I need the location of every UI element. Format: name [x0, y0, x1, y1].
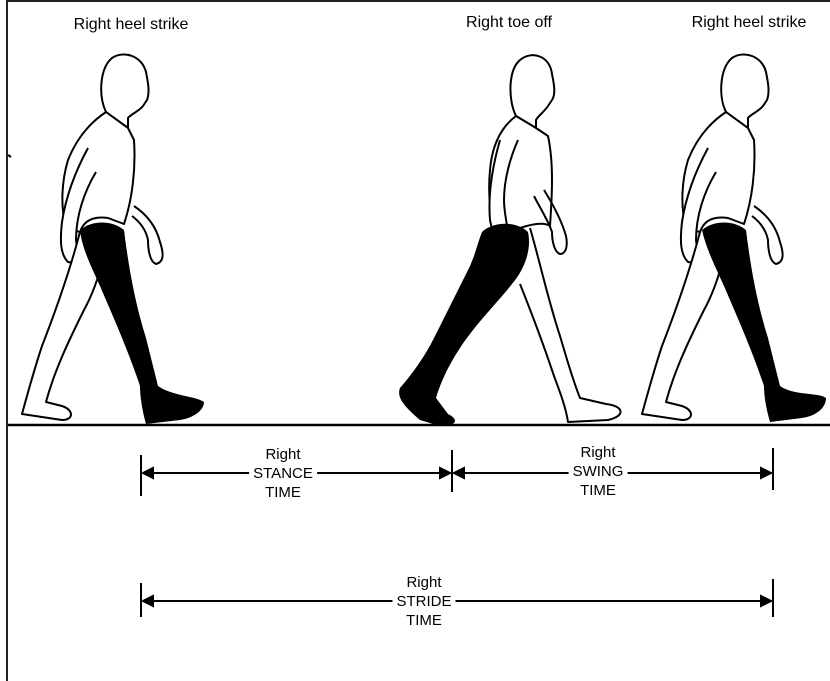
swing-line-1: Right	[573, 443, 624, 462]
stance-time-label: Right STANCE TIME	[249, 445, 317, 502]
stride-line-1: Right	[396, 573, 451, 592]
swing-line-2: SWING	[573, 462, 624, 481]
phase-label-heel-strike-1: Right heel strike	[74, 16, 189, 34]
phase-label-heel-strike-2: Right heel strike	[692, 14, 807, 32]
stride-line-2: STRIDE	[396, 592, 451, 611]
stance-line-3: TIME	[253, 483, 313, 502]
stride-line-3: TIME	[396, 611, 451, 630]
swing-time-label: Right SWING TIME	[569, 443, 628, 500]
stance-line-2: STANCE	[253, 464, 313, 483]
swing-line-3: TIME	[573, 481, 624, 500]
edge-tick-mark	[8, 155, 11, 157]
stance-line-1: Right	[253, 445, 313, 464]
phase-label-toe-off: Right toe off	[466, 14, 552, 32]
right-leg-toe-off	[399, 224, 529, 426]
stride-interval-arrow	[141, 579, 773, 617]
right-leg-heel-strike-1	[80, 223, 204, 425]
right-leg-heel-strike-2	[702, 223, 826, 423]
stride-time-label: Right STRIDE TIME	[392, 573, 455, 630]
